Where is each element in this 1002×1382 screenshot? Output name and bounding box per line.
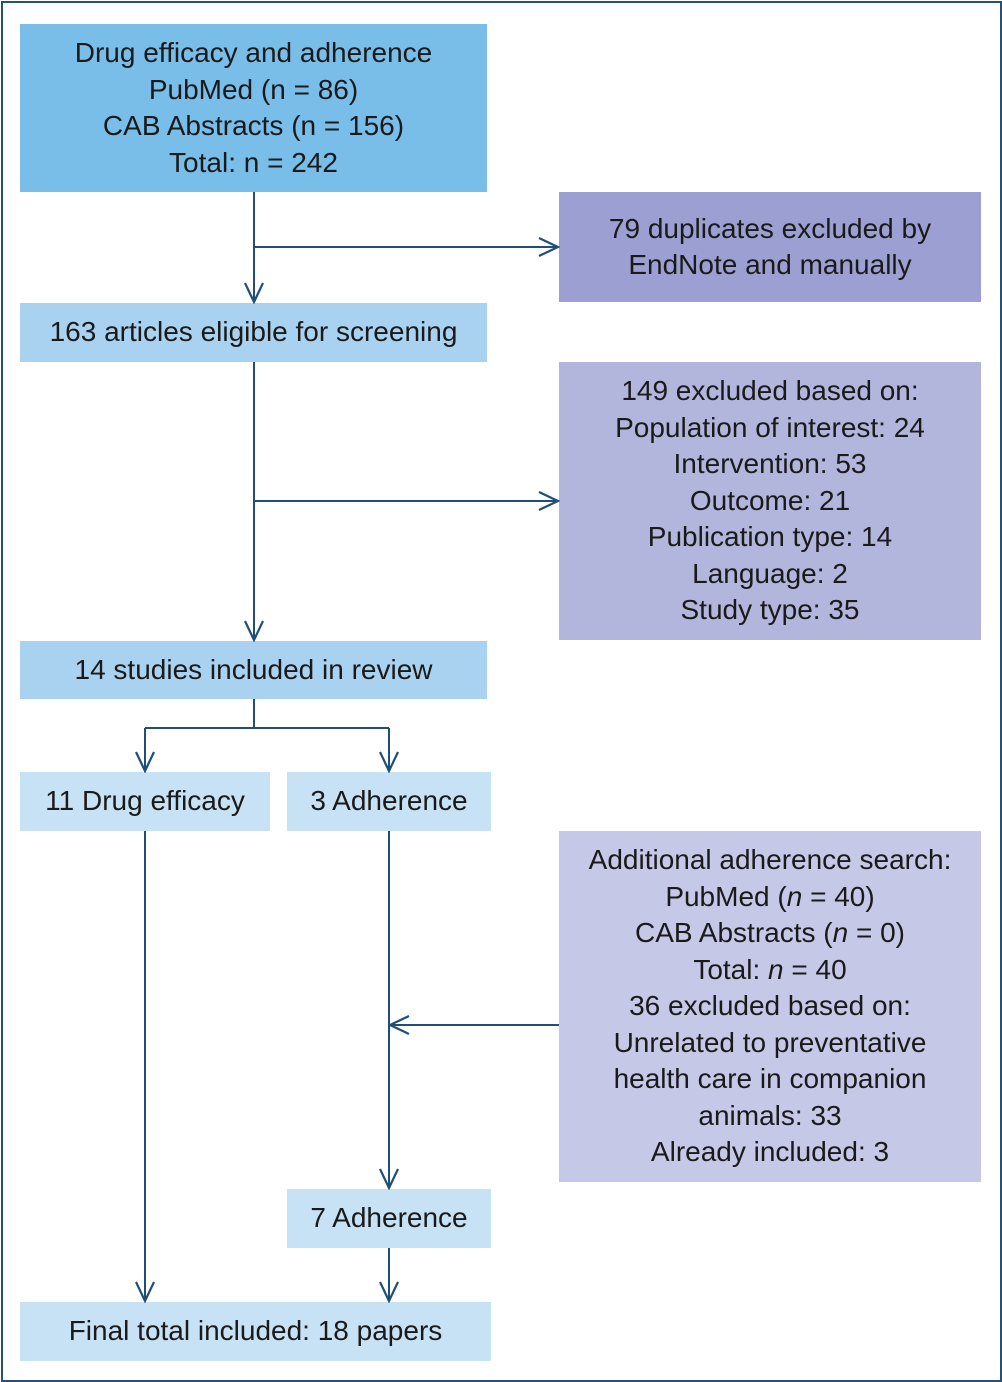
adherence-7-box: 7 Adherence bbox=[287, 1189, 491, 1248]
excluded-population: Population of interest: 24 bbox=[615, 411, 925, 443]
adherence-3-box: 3 Adherence bbox=[287, 772, 491, 831]
additional-already-included: Already included: 3 bbox=[650, 1136, 890, 1168]
additional-title: Additional adherence search: bbox=[588, 844, 952, 876]
excluded-intervention: Intervention: 53 bbox=[673, 448, 867, 480]
additional-total: Total: n = 40 bbox=[693, 953, 847, 985]
adherence-3-label: 3 Adherence bbox=[310, 785, 468, 817]
excluded-language: Language: 2 bbox=[692, 557, 848, 589]
excluded-title: 149 excluded based on: bbox=[621, 375, 919, 407]
included-box: 14 studies included in review bbox=[20, 641, 487, 699]
additional-excluded-title: 36 excluded based on: bbox=[629, 990, 911, 1022]
excluded-study-type: Study type: 35 bbox=[680, 594, 860, 626]
additional-unrelated-2: health care in companion bbox=[613, 1063, 927, 1095]
drug-efficacy-label: 11 Drug efficacy bbox=[45, 785, 245, 817]
additional-cab: CAB Abstracts (n = 0) bbox=[634, 917, 905, 949]
drug-efficacy-box: 11 Drug efficacy bbox=[20, 772, 270, 831]
search-box: Drug efficacy and adherence PubMed (n = … bbox=[20, 24, 487, 192]
duplicates-line-1: 79 duplicates excluded by bbox=[608, 212, 932, 244]
additional-search-box: Additional adherence search: PubMed (n =… bbox=[559, 831, 981, 1182]
eligible-box: 163 articles eligible for screening bbox=[20, 303, 487, 362]
final-box: Final total included: 18 papers bbox=[20, 1302, 491, 1361]
search-total: Total: n = 242 bbox=[169, 146, 338, 178]
additional-pubmed: PubMed (n = 40) bbox=[665, 880, 875, 912]
excluded-outcome: Outcome: 21 bbox=[689, 484, 851, 516]
additional-unrelated-1: Unrelated to preventative bbox=[613, 1026, 927, 1058]
included-label: 14 studies included in review bbox=[74, 653, 433, 685]
final-label: Final total included: 18 papers bbox=[68, 1315, 443, 1347]
search-pubmed: PubMed (n = 86) bbox=[148, 73, 359, 105]
duplicates-line-2: EndNote and manually bbox=[628, 249, 912, 280]
adherence-7-label: 7 Adherence bbox=[310, 1202, 468, 1234]
duplicates-box: 79 duplicates excluded by EndNote and ma… bbox=[559, 192, 981, 302]
excluded-publication-type: Publication type: 14 bbox=[647, 521, 893, 553]
additional-unrelated-3: animals: 33 bbox=[698, 1099, 842, 1131]
search-title: Drug efficacy and adherence bbox=[74, 37, 433, 68]
excluded-box: 149 excluded based on: Population of int… bbox=[559, 362, 981, 640]
eligible-label: 163 articles eligible for screening bbox=[49, 316, 458, 348]
search-cab: CAB Abstracts (n = 156) bbox=[102, 110, 405, 141]
